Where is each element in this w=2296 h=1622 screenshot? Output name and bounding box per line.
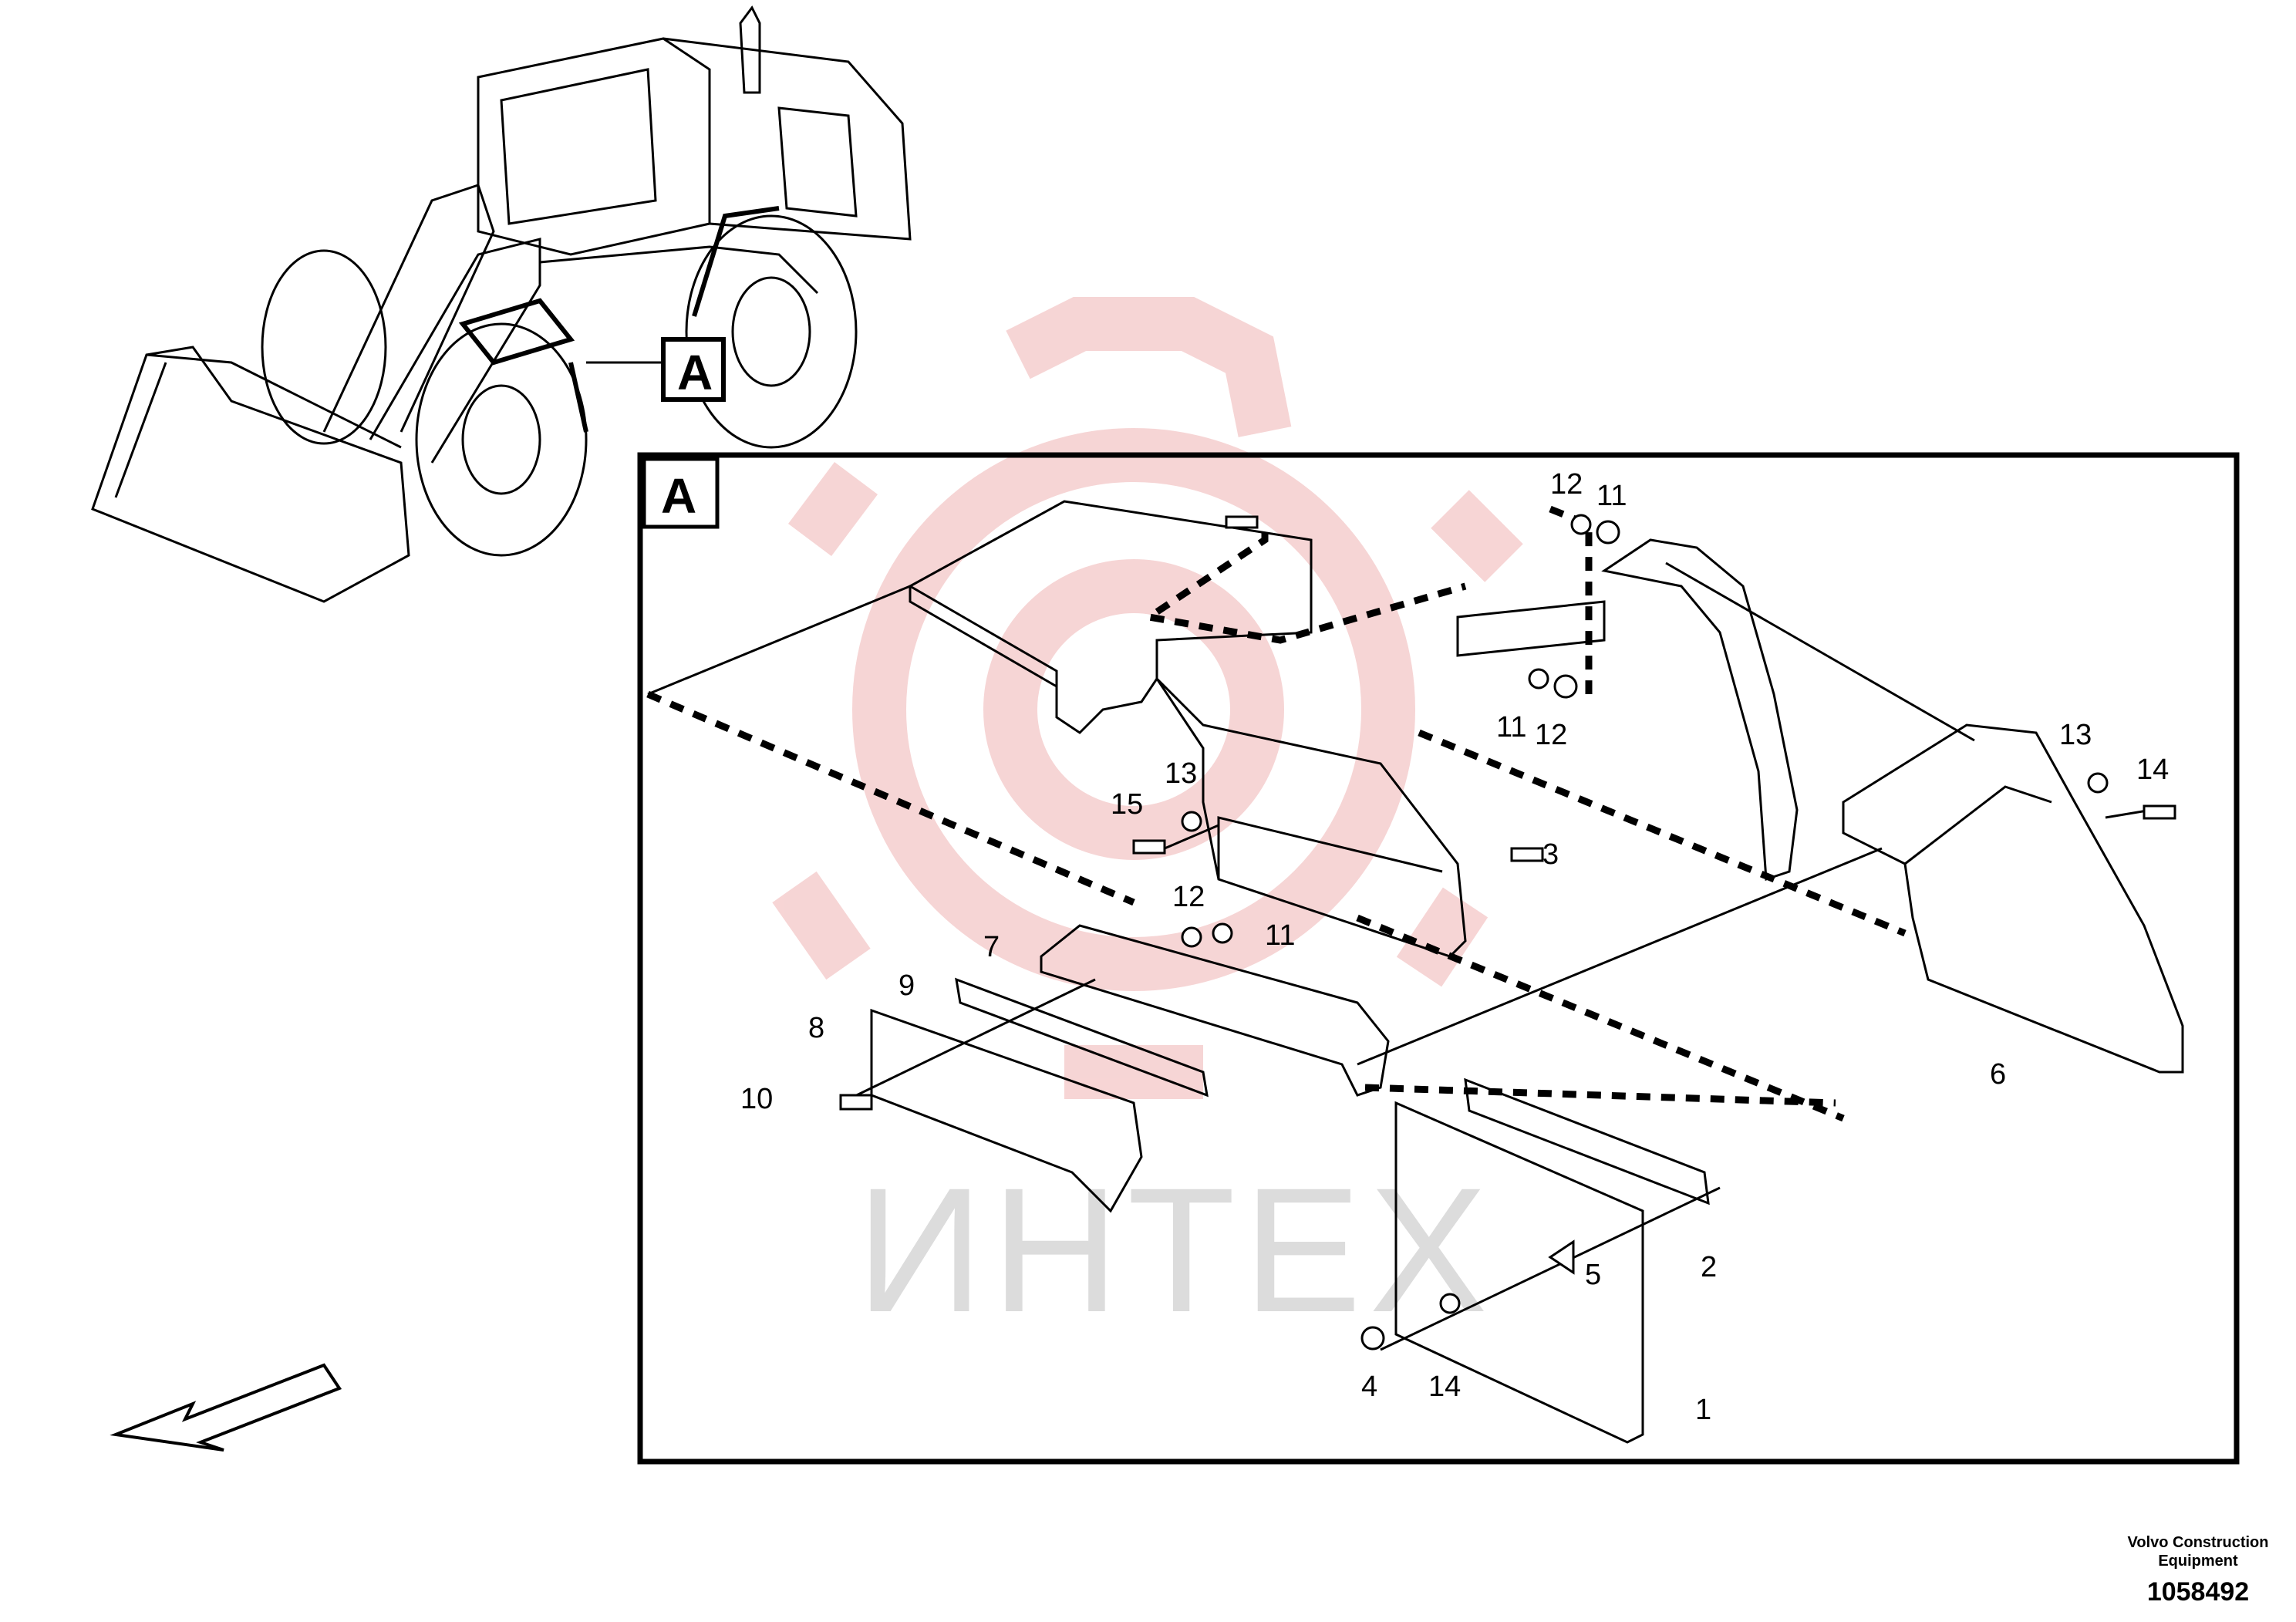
callout-1: 1	[1695, 1394, 1711, 1426]
callout-14-bottom: 14	[1428, 1371, 1461, 1403]
callout-14-right: 14	[2136, 754, 2169, 786]
callout-11-mid: 11	[1496, 711, 1526, 744]
hardware-icons	[839, 514, 2176, 1351]
direction-arrow-icon	[110, 1363, 342, 1452]
callout-9: 9	[899, 969, 915, 1002]
callout-6: 6	[1990, 1058, 2006, 1091]
wheel-loader-overview	[91, 5, 912, 603]
callout-15: 15	[1111, 788, 1143, 821]
assembly-axis-lines	[647, 561, 2153, 1351]
callout-12-bottom: 12	[1172, 881, 1205, 913]
callout-4: 4	[1361, 1371, 1377, 1403]
watermark-gear-icon	[772, 297, 1523, 1099]
assembly-dashed-lines	[646, 505, 1907, 1122]
document-number: 1058492	[2146, 1577, 2250, 1607]
fender-assembly	[870, 500, 2184, 1444]
brand-line-1: Volvo Construction	[2127, 1534, 2269, 1551]
callout-11-top: 11	[1596, 480, 1627, 512]
callout-12-mid: 12	[1535, 719, 1567, 751]
brand-line-2: Equipment	[2158, 1553, 2238, 1570]
detail-label-box	[642, 457, 720, 529]
callout-11-bottom: 11	[1265, 919, 1295, 952]
view-label-box	[661, 337, 726, 402]
callout-numbers: 1 2 3 4 5 6 7 8 9 10 11 12 13 14 15 11 1…	[740, 468, 2169, 1426]
callout-7: 7	[983, 931, 1000, 963]
detail-frame	[637, 452, 2240, 1465]
brand-label: Volvo Construction Equipment	[2082, 1533, 2296, 1570]
callout-3: 3	[1542, 838, 1559, 871]
callout-5: 5	[1585, 1259, 1601, 1291]
view-label: A	[677, 345, 713, 400]
callout-13-right: 13	[2059, 719, 2092, 751]
callout-10: 10	[740, 1083, 773, 1115]
callout-8: 8	[808, 1012, 824, 1044]
callout-13-left: 13	[1165, 757, 1197, 790]
detail-label: A	[661, 468, 696, 524]
callout-2: 2	[1701, 1251, 1717, 1283]
watermark-text: ИНТЕХ	[856, 1151, 1495, 1349]
callout-12-top: 12	[1550, 468, 1583, 501]
